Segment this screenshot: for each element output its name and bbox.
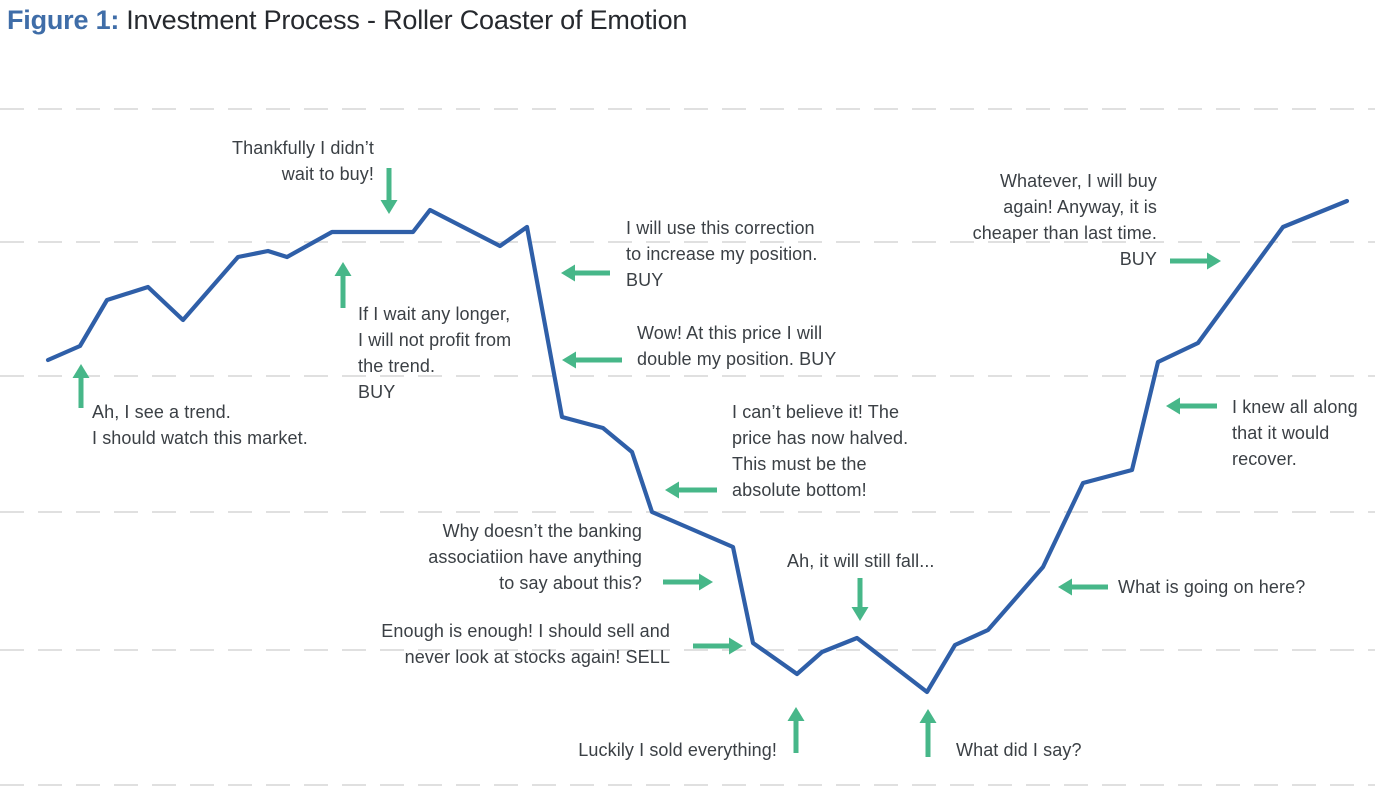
annotation-line: Ah, it will still fall... — [787, 551, 935, 571]
annotation-line: BUY — [1119, 249, 1157, 269]
annotation-line: BUY — [626, 270, 664, 290]
annotation-line: I can’t believe it! The — [732, 402, 900, 422]
annotation-line: Luckily I sold everything! — [578, 740, 777, 760]
annotation-line: Why doesn’t the banking — [442, 521, 642, 541]
arrow-down-icon — [380, 168, 398, 214]
annotation-line: double my position. BUY — [637, 349, 837, 369]
annotation-line: This must be the — [732, 454, 867, 474]
price-curve-line — [45, 198, 1350, 695]
annotation-banking-association: Why doesn’t the banking associatiion have… — [428, 518, 642, 596]
annotation-line: If I wait any longer, — [358, 304, 511, 324]
annotation-line: Thankfully I didn’t — [232, 138, 374, 158]
annotation-enough-is-enough: Enough is enough! I should sell and never… — [381, 618, 670, 670]
annotation-line: never look at stocks again! SELL — [404, 647, 670, 667]
annotation-thankfully-didnt-wait: Thankfully I didn’t wait to buy! — [232, 135, 374, 187]
annotation-line: Whatever, I will buy — [999, 171, 1157, 191]
arrow-down-icon — [851, 578, 869, 621]
annotation-line: to increase my position. — [626, 244, 818, 264]
annotation-line: absolute bottom! — [732, 480, 867, 500]
figure-title-text: Investment Process - Roller Coaster of E… — [126, 5, 688, 35]
annotation-line: that it would — [1232, 423, 1330, 443]
annotation-line: price has now halved. — [732, 428, 909, 448]
annotation-line: I knew all along — [1232, 397, 1358, 417]
arrow-left-icon — [1166, 397, 1217, 415]
annotation-line: Enough is enough! I should sell and — [381, 621, 670, 641]
annotation-use-this-correction: I will use this correction to increase my… — [626, 215, 818, 293]
annotation-line: to say about this? — [499, 573, 642, 593]
figure-number-label: Figure 1: — [7, 5, 120, 35]
annotation-line: I should watch this market. — [92, 428, 308, 448]
arrow-up-icon — [334, 262, 352, 308]
figure-title: Figure 1:Investment Process - Roller Coa… — [7, 5, 687, 36]
arrow-right-icon — [693, 637, 743, 655]
annotation-line: wait to buy! — [281, 164, 374, 184]
annotation-line: recover. — [1232, 449, 1297, 469]
arrow-left-icon — [665, 481, 717, 499]
annotation-line: cheaper than last time. — [972, 223, 1157, 243]
annotation-whatever-buy-again: Whatever, I will buy again! Anyway, it is… — [973, 168, 1157, 272]
annotation-line: I will use this correction — [626, 218, 815, 238]
annotation-line: Ah, I see a trend. — [92, 402, 231, 422]
annotation-line: associatiion have anything — [428, 547, 642, 567]
arrow-right-icon — [1170, 252, 1221, 270]
annotation-line: again! Anyway, it is — [1003, 197, 1157, 217]
arrow-up-icon — [787, 707, 805, 753]
annotation-knew-all-along: I knew all along that it would recover. — [1232, 394, 1358, 472]
annotation-luckily-sold: Luckily I sold everything! — [578, 737, 777, 763]
annotation-line: BUY — [358, 382, 396, 402]
annotation-line: Wow! At this price I will — [637, 323, 823, 343]
annotation-what-did-i-say: What did I say? — [956, 737, 1082, 763]
arrow-left-icon — [561, 264, 610, 282]
arrow-up-icon — [919, 709, 937, 757]
annotation-line: What did I say? — [956, 740, 1082, 760]
annotation-still-fall: Ah, it will still fall... — [787, 548, 935, 574]
arrow-left-icon — [562, 351, 622, 369]
annotation-wait-any-longer: If I wait any longer, I will not profit f… — [358, 301, 511, 405]
annotation-line: the trend. — [358, 356, 436, 376]
annotation-line: I will not profit from — [358, 330, 512, 350]
annotation-see-a-trend: Ah, I see a trend. I should watch this ma… — [92, 399, 308, 451]
arrow-up-icon — [72, 364, 90, 408]
annotation-wow-double: Wow! At this price I will double my posit… — [637, 320, 836, 372]
arrow-right-icon — [663, 573, 713, 591]
annotation-what-is-going-on: What is going on here? — [1118, 574, 1305, 600]
arrow-left-icon — [1058, 578, 1108, 596]
annotation-line: What is going on here? — [1118, 577, 1306, 597]
annotation-cant-believe: I can’t believe it! The price has now hal… — [732, 399, 908, 503]
